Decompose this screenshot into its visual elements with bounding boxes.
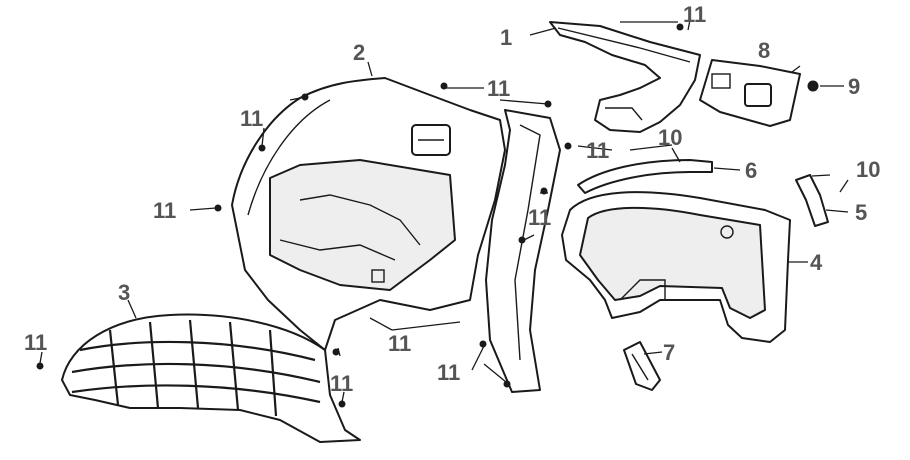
part-4-lower-frame: [561, 191, 791, 343]
callout-4: 4: [810, 250, 823, 275]
callout-11-center-mid: 11: [528, 205, 551, 230]
callout-8: 8: [758, 38, 770, 63]
callout-11-center: 11: [586, 138, 609, 163]
callout-1: 1: [500, 25, 512, 50]
part-9-nut: [807, 80, 819, 92]
callout-3: 3: [118, 280, 130, 305]
callout-6: 6: [745, 158, 757, 183]
callout-5: 5: [855, 200, 867, 225]
callout-11-far-left: 11: [24, 330, 47, 355]
callout-11-top-right: 11: [683, 2, 706, 27]
part-1-upper-cover: [549, 21, 701, 133]
callout-11-bottom-center: 11: [388, 331, 411, 356]
part-3-lower-cover: [61, 313, 361, 443]
callout-11-center-top: 11: [487, 76, 510, 101]
part-8-switch-assembly: [699, 59, 801, 127]
leader-lines: [39, 19, 849, 403]
callout-10-right: 10: [856, 157, 880, 182]
part-2-rail: [485, 109, 561, 393]
part-2-inner-panel: [231, 77, 506, 351]
callout-7: 7: [663, 340, 675, 365]
callout-2: 2: [353, 40, 365, 65]
callout-11-bottom-left: 11: [330, 371, 353, 396]
callout-10-center: 10: [658, 125, 682, 150]
callout-labels: 1 11 2 8 9 11 11 10 11 6 10 11 5 11 4 3 …: [24, 2, 880, 396]
part-6-trim: [577, 159, 713, 194]
part-5-side-strip: [795, 174, 829, 227]
callout-11-upper-left: 11: [240, 106, 263, 131]
callout-11-lower-center: 11: [437, 360, 460, 385]
part-7-clip: [623, 341, 661, 391]
callout-9: 9: [848, 74, 860, 99]
callout-11-left: 11: [153, 198, 176, 223]
